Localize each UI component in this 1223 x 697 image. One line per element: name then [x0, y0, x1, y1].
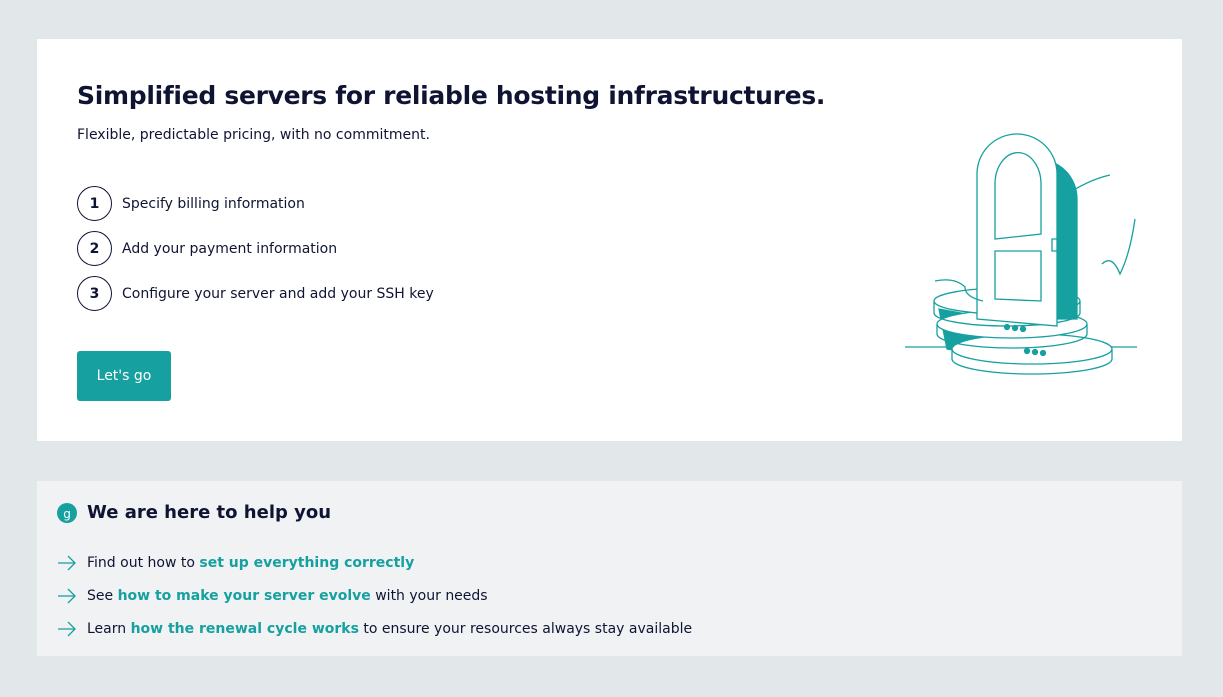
- svg-text:g: g: [63, 507, 71, 521]
- help-text: See: [87, 587, 114, 604]
- arrow-right-icon: [58, 621, 76, 636]
- step-item: 3 Configure your server and add your SSH …: [77, 276, 434, 311]
- step-number: 2: [77, 231, 112, 266]
- step-item: 1 Specify billing information: [77, 186, 434, 221]
- page-subtitle: Flexible, predictable pricing, with no c…: [77, 127, 430, 143]
- help-text: to ensure your resources always stay ava…: [358, 620, 693, 637]
- onboarding-card: Simplified servers for reliable hosting …: [37, 39, 1182, 441]
- help-panel: g We are here to help you Find out how t…: [37, 481, 1182, 656]
- step-label: Configure your server and add your SSH k…: [122, 285, 434, 302]
- step-label: Add your payment information: [122, 240, 338, 257]
- arrow-right-icon: [58, 555, 76, 570]
- page-title: Simplified servers for reliable hosting …: [77, 81, 826, 110]
- help-badge-icon: g: [57, 503, 77, 523]
- step-number: 1: [77, 186, 112, 221]
- server-evolve-link[interactable]: how to make your server evolve: [117, 587, 371, 604]
- arrow-right-icon: [58, 588, 76, 603]
- steps-list: 1 Specify billing information 2 Add your p…: [77, 186, 434, 321]
- renewal-cycle-link[interactable]: how the renewal cycle works: [130, 620, 359, 637]
- setup-link[interactable]: set up everything correctly: [199, 554, 415, 571]
- step-item: 2 Add your payment information: [77, 231, 434, 266]
- help-item: Find out how to set up everything correc…: [57, 546, 692, 579]
- help-text: Find out how to: [87, 554, 195, 571]
- help-item: See how to make your server evolve with …: [57, 579, 692, 612]
- door-illustration-icon: [905, 133, 1137, 375]
- help-text: Learn: [87, 620, 127, 637]
- lets-go-button[interactable]: Let's go: [77, 351, 171, 401]
- help-title: We are here to help you: [87, 502, 332, 523]
- step-label: Specify billing information: [122, 195, 305, 212]
- help-text: with your needs: [370, 587, 488, 604]
- step-number: 3: [77, 276, 112, 311]
- help-item: Learn how the renewal cycle works to ens…: [57, 612, 692, 645]
